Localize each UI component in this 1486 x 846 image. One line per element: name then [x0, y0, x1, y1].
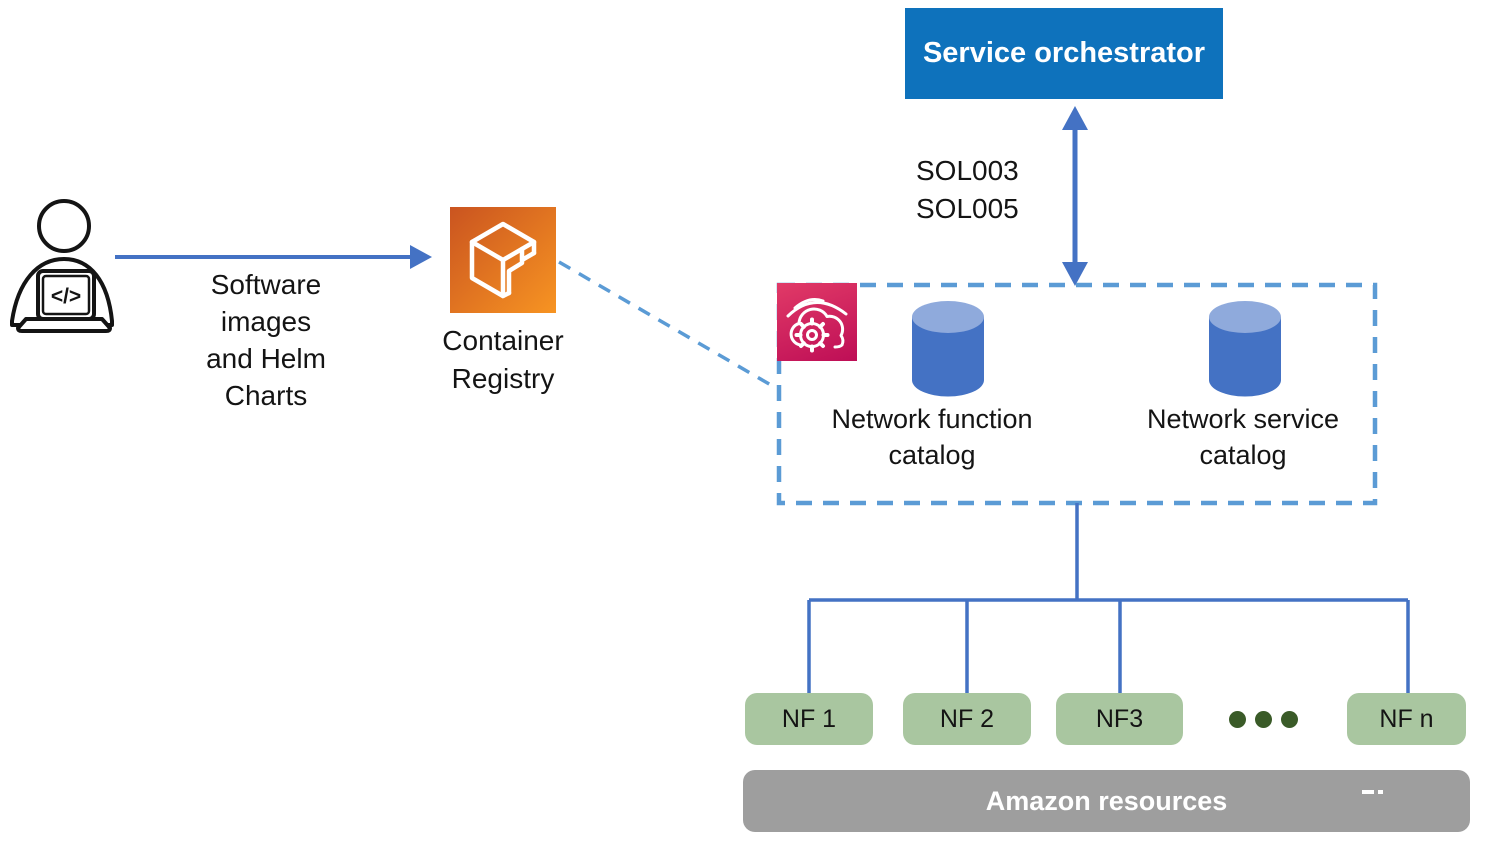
- sol-interface-arrowhead-down: [1062, 262, 1088, 286]
- ellipsis-dot: [1229, 711, 1246, 728]
- cube-folded-ribbon: [506, 246, 537, 296]
- developer-laptop-icon: </>: [8, 196, 114, 334]
- sol-interface-label: SOL003 SOL005: [916, 152, 1086, 228]
- network-service-catalog-line: catalog: [1199, 440, 1287, 470]
- container-registry-label-line: Registry: [451, 363, 555, 394]
- cloud-inner-arc: [793, 298, 825, 310]
- nf-tree-connectors: [807, 503, 1410, 693]
- nf-n-box: NF n: [1347, 693, 1466, 745]
- cylinder-top: [1209, 301, 1281, 333]
- code-glyph: </>: [51, 285, 81, 308]
- nf-2-box: NF 2: [903, 693, 1031, 745]
- amazon-resources-label: Amazon resources: [985, 785, 1228, 816]
- cloud-body: [789, 307, 845, 349]
- laptop-base: [16, 317, 112, 333]
- software-push-arrowhead: [410, 245, 432, 269]
- service-orchestrator-label: Service orchestrator: [922, 37, 1206, 69]
- software-flow-label-line: Charts: [224, 380, 308, 411]
- network-function-catalog-label: Network function catalog: [792, 401, 1072, 473]
- nf-1-label: NF 1: [781, 704, 837, 733]
- registry-to-catalog-dashed-line: [558, 260, 777, 390]
- software-flow-label-line: images: [220, 306, 312, 337]
- network-service-catalog-label: Network service catalog: [1103, 401, 1383, 473]
- nf-1-box: NF 1: [745, 693, 873, 745]
- nf-2-label: NF 2: [939, 704, 995, 733]
- container-registry-icon: [450, 207, 556, 313]
- ellipsis-dot: [1255, 711, 1272, 728]
- nf-n-label: NF n: [1379, 704, 1434, 733]
- tnb-cloud-gear-icon: [777, 283, 857, 361]
- nf-ellipsis-dots: [1229, 711, 1298, 728]
- service-orchestrator-box: Service orchestrator: [905, 8, 1223, 99]
- developer-head: [37, 199, 91, 253]
- network-function-catalog-line: Network function: [831, 404, 1033, 434]
- ellipsis-dot: [1281, 711, 1298, 728]
- gear-hub: [806, 329, 818, 341]
- laptop-screen-inner: [41, 274, 91, 316]
- software-flow-label-line: Software: [210, 269, 322, 300]
- sol-interface-label-line: SOL003: [916, 155, 1019, 186]
- cylinder-body: [912, 317, 984, 397]
- container-registry-label-line: Container: [442, 325, 564, 356]
- cylinder-top: [912, 301, 984, 333]
- amazon-resources-bar: Amazon resources: [743, 770, 1470, 832]
- cloud-outer-arc: [786, 301, 848, 318]
- sol-interface-arrowhead-up: [1062, 106, 1088, 130]
- cylinder-body: [1209, 317, 1281, 397]
- container-registry-label: Container Registry: [420, 322, 586, 398]
- software-flow-label: Software images and Helm Charts: [146, 266, 386, 414]
- nf-3-label: NF3: [1095, 704, 1144, 733]
- service-catalog-database-icon: [1208, 300, 1282, 397]
- function-catalog-database-icon: [911, 300, 985, 397]
- sol-interface-label-line: SOL005: [916, 193, 1019, 224]
- gear: [794, 317, 830, 353]
- stray-mark: [1362, 790, 1383, 794]
- network-function-catalog-line: catalog: [888, 440, 976, 470]
- nf-3-box: NF3: [1056, 693, 1183, 745]
- cube-top-face: [469, 221, 537, 263]
- network-service-catalog-line: Network service: [1146, 404, 1340, 434]
- cube-left-face: [469, 239, 506, 299]
- software-flow-label-line: and Helm: [206, 343, 326, 374]
